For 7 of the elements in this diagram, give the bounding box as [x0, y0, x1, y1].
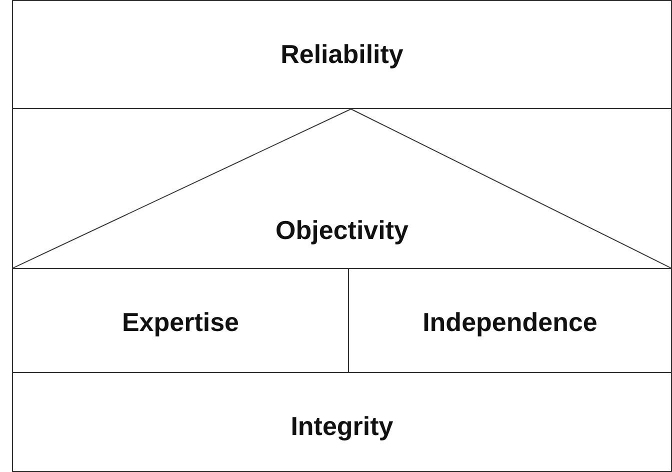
layer-label: Objectivity [274, 215, 410, 246]
layer-label: Independence [422, 307, 598, 338]
layer-label: Reliability [280, 39, 404, 70]
layer-box [12, 0, 672, 109]
layer-label: Integrity [290, 411, 394, 442]
layer-box [12, 372, 672, 472]
layer-label: Expertise [120, 307, 240, 338]
